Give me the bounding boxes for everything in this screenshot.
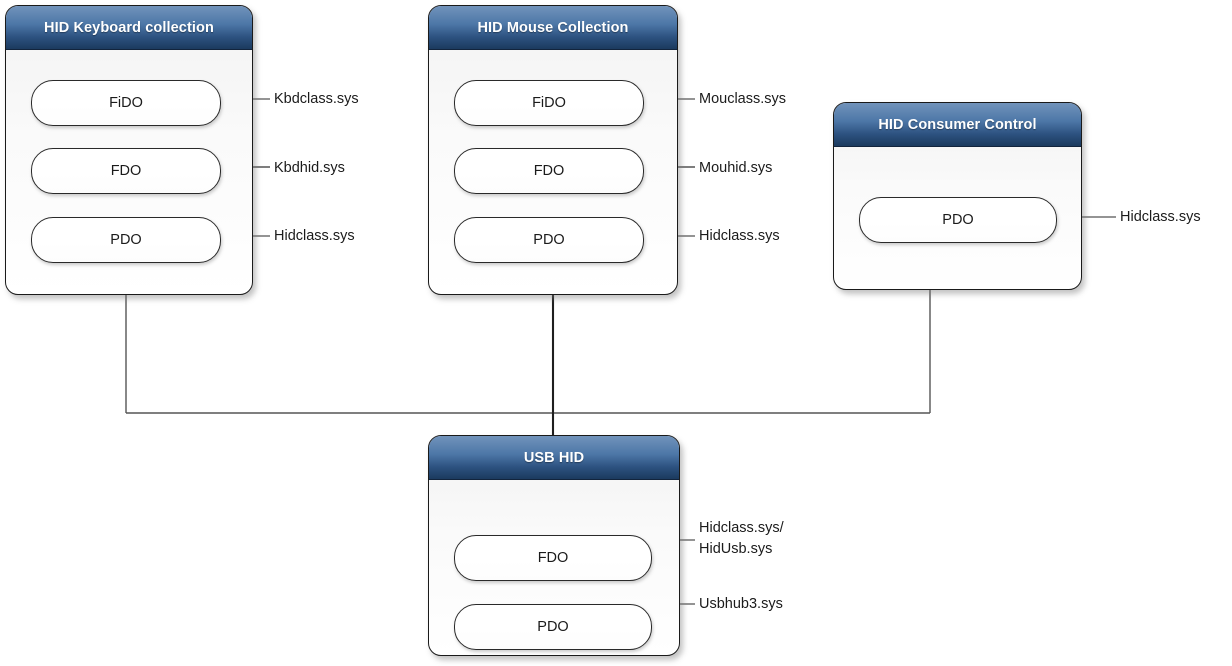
node-usb-hid[interactable]: USB HID FDO PDO bbox=[428, 435, 680, 656]
pill-usb-pdo[interactable]: PDO bbox=[454, 604, 652, 650]
driver-label-mouclass: Mouclass.sys bbox=[699, 91, 787, 107]
node-body-hid-mouse-collection: FiDO FDO PDO bbox=[429, 50, 677, 294]
driver-label-kbdhid: Kbdhid.sys bbox=[274, 160, 345, 176]
pill-keyboard-fido[interactable]: FiDO bbox=[31, 80, 221, 126]
driver-label-mouhid: Mouhid.sys bbox=[699, 160, 773, 176]
driver-label-keyboard-hidclass: Hidclass.sys bbox=[274, 228, 355, 244]
node-hid-consumer-control[interactable]: HID Consumer Control PDO bbox=[833, 102, 1082, 290]
node-body-hid-consumer-control: PDO bbox=[834, 147, 1081, 289]
driver-label-mouse-hidclass: Hidclass.sys bbox=[699, 228, 780, 244]
driver-label-usbhub3: Usbhub3.sys bbox=[699, 596, 783, 612]
pill-mouse-pdo[interactable]: PDO bbox=[454, 217, 644, 263]
node-title-hid-mouse-collection: HID Mouse Collection bbox=[429, 6, 677, 50]
node-hid-keyboard-collection[interactable]: HID Keyboard collection FiDO FDO PDO bbox=[5, 5, 253, 295]
pill-mouse-fdo[interactable]: FDO bbox=[454, 148, 644, 194]
node-title-hid-consumer-control: HID Consumer Control bbox=[834, 103, 1081, 147]
pill-keyboard-fdo[interactable]: FDO bbox=[31, 148, 221, 194]
driver-label-kbdclass: Kbdclass.sys bbox=[274, 91, 359, 107]
driver-label-consumer-hidclass: Hidclass.sys bbox=[1120, 209, 1201, 225]
pill-keyboard-pdo[interactable]: PDO bbox=[31, 217, 221, 263]
node-body-hid-keyboard-collection: FiDO FDO PDO bbox=[6, 50, 252, 294]
pill-usb-fdo[interactable]: FDO bbox=[454, 535, 652, 581]
node-title-usb-hid: USB HID bbox=[429, 436, 679, 480]
pill-mouse-fido[interactable]: FiDO bbox=[454, 80, 644, 126]
pill-consumer-pdo[interactable]: PDO bbox=[859, 197, 1057, 243]
node-hid-mouse-collection[interactable]: HID Mouse Collection FiDO FDO PDO bbox=[428, 5, 678, 295]
driver-label-usb-hidclass: Hidclass.sys/ bbox=[699, 520, 784, 536]
driver-label-usb-hidusb: HidUsb.sys bbox=[699, 541, 773, 557]
node-title-hid-keyboard-collection: HID Keyboard collection bbox=[6, 6, 252, 50]
node-body-usb-hid: FDO PDO bbox=[429, 480, 679, 655]
